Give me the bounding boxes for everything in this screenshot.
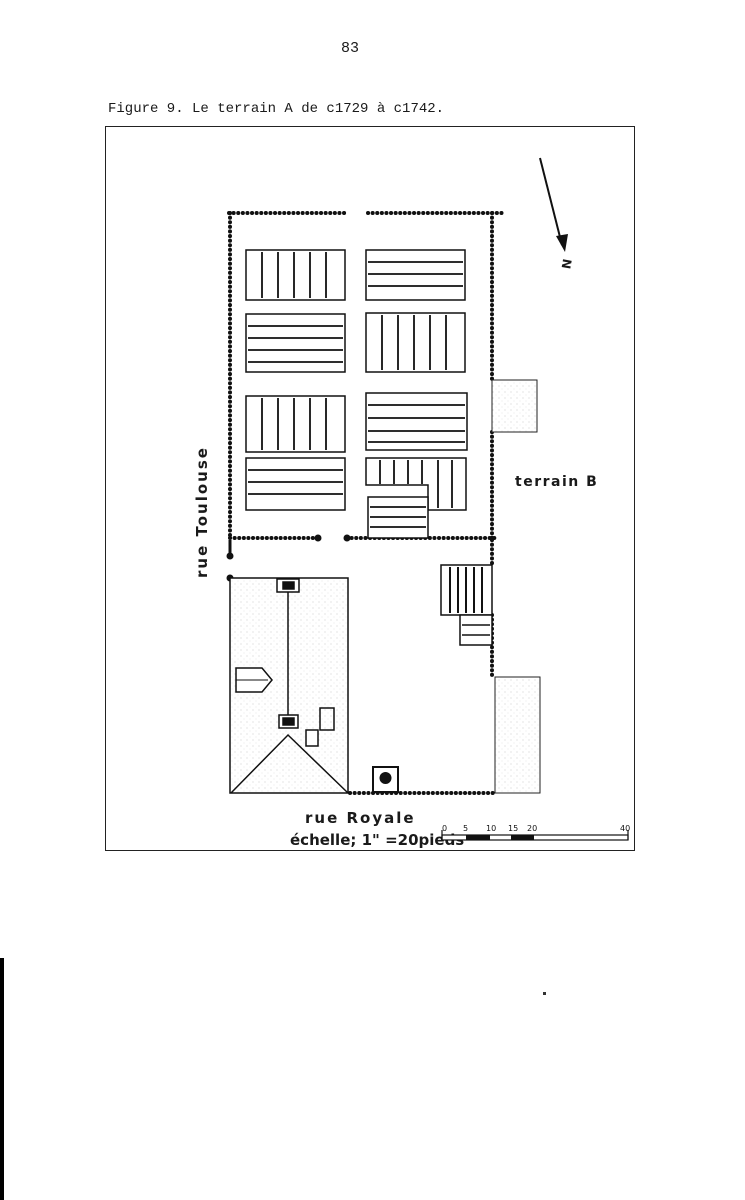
scale-label: échelle; 1" =20pieds bbox=[290, 831, 464, 849]
neighbor-building bbox=[491, 379, 538, 433]
scale-tick: 10 bbox=[486, 824, 496, 833]
garden-bed bbox=[245, 249, 346, 301]
scale-tick: 0 bbox=[442, 824, 447, 833]
palisade-posts bbox=[226, 534, 351, 582]
street-label-toulouse: rue Toulouse bbox=[193, 446, 211, 578]
figure-caption: Figure 9. Le terrain A de c1729 à c1742. bbox=[108, 101, 445, 117]
garden-bed bbox=[245, 395, 346, 453]
garden-bed bbox=[245, 313, 346, 373]
page-number: 83 bbox=[341, 40, 360, 57]
garden-bed bbox=[365, 392, 468, 451]
chimney-icon bbox=[276, 578, 300, 593]
north-arrow-icon bbox=[539, 157, 568, 252]
neighbor-label: terrain B bbox=[515, 474, 598, 490]
scan-speck bbox=[543, 992, 546, 995]
street-label-royale: rue Royale bbox=[305, 809, 416, 827]
scan-edge bbox=[0, 958, 4, 1200]
garden-beds bbox=[245, 249, 468, 539]
map-frame bbox=[105, 126, 635, 851]
north-label: N bbox=[559, 258, 575, 270]
garden-bed bbox=[365, 312, 466, 373]
well-icon bbox=[372, 766, 399, 793]
garden-bed bbox=[367, 496, 429, 539]
garden-bed bbox=[245, 457, 346, 511]
garden-bed bbox=[365, 249, 466, 301]
house bbox=[229, 577, 349, 794]
shed bbox=[440, 564, 493, 646]
scale-tick: 15 bbox=[508, 824, 518, 833]
scale-tick: 20 bbox=[527, 824, 537, 833]
chimney-icon bbox=[278, 714, 299, 729]
neighbor-building bbox=[494, 676, 541, 794]
scale-tick: 5 bbox=[463, 824, 468, 833]
scale-bar bbox=[441, 830, 629, 841]
scale-tick: 40 bbox=[620, 824, 630, 833]
